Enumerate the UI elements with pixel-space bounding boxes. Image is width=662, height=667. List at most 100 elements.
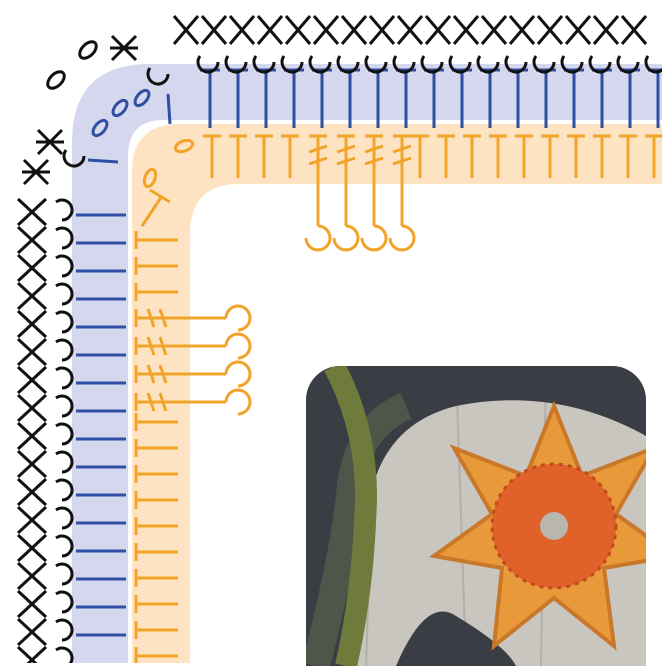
crab-stitch-loop bbox=[55, 618, 74, 642]
single-crochet-stitch bbox=[200, 15, 228, 45]
crab-stitch-loop bbox=[224, 55, 248, 74]
single-crochet-stitch bbox=[16, 561, 48, 591]
half-double-crochet-stitch bbox=[281, 134, 299, 178]
crab-stitch-loop bbox=[55, 478, 74, 502]
single-crochet-stitch bbox=[508, 15, 536, 45]
front-post-treble-stitch bbox=[332, 134, 360, 252]
flower-petals bbox=[429, 400, 646, 651]
single-crochet-stitch bbox=[36, 128, 64, 156]
single-crochet-stitch bbox=[16, 421, 48, 451]
flower-motif-image bbox=[306, 366, 646, 666]
half-double-crochet-stitch bbox=[134, 517, 178, 535]
inner-round-band bbox=[132, 124, 662, 663]
single-crochet-stitch bbox=[16, 281, 48, 311]
crab-stitch-loop bbox=[55, 590, 74, 614]
half-double-crochet-stitch bbox=[134, 257, 178, 275]
front-post-treble-stitch bbox=[134, 360, 252, 388]
half-double-crochet-stitch bbox=[203, 134, 221, 178]
double-crochet-stitch bbox=[87, 158, 119, 164]
crab-stitch-loop bbox=[448, 55, 472, 74]
single-crochet-stitch bbox=[16, 533, 48, 563]
inner-round-stitches bbox=[134, 134, 662, 665]
crab-stitch-loop bbox=[55, 562, 74, 586]
single-crochet-stitch bbox=[16, 505, 48, 535]
single-crochet-stitch bbox=[564, 15, 592, 45]
front-post-treble-stitch bbox=[388, 134, 416, 252]
crab-stitch-loop bbox=[308, 55, 332, 74]
single-crochet-stitch bbox=[452, 15, 480, 45]
half-double-crochet-stitch bbox=[134, 491, 178, 509]
single-crochet-stitch bbox=[16, 253, 48, 283]
crab-stitch-loop bbox=[196, 55, 220, 74]
crab-stitch-loop bbox=[588, 55, 612, 74]
single-crochet-stitch bbox=[592, 15, 620, 45]
crab-stitch-loop bbox=[616, 55, 640, 74]
chain-stitch bbox=[78, 40, 98, 60]
half-double-crochet-stitch bbox=[140, 188, 171, 227]
crab-stitch-loop bbox=[336, 55, 360, 74]
crab-stitch-loop bbox=[364, 55, 388, 74]
half-double-crochet-stitch bbox=[515, 134, 533, 178]
crab-stitch-loop bbox=[644, 55, 662, 74]
half-double-crochet-stitch bbox=[645, 134, 662, 178]
half-double-crochet-stitch bbox=[134, 439, 178, 457]
crochet-flower-photo bbox=[306, 366, 646, 666]
crab-stitch-loop bbox=[55, 534, 74, 558]
crab-stitch-loop bbox=[55, 646, 74, 667]
single-crochet-stitch bbox=[368, 15, 396, 45]
crab-stitch-loop bbox=[55, 338, 74, 362]
crab-stitch-loop bbox=[55, 310, 74, 334]
crab-stitch-loop bbox=[55, 254, 74, 278]
half-double-crochet-stitch bbox=[463, 134, 481, 178]
half-double-crochet-stitch bbox=[489, 134, 507, 178]
front-post-treble-stitch bbox=[360, 134, 388, 252]
single-crochet-stitch bbox=[424, 15, 452, 45]
half-double-crochet-stitch bbox=[437, 134, 455, 178]
single-crochet-stitch bbox=[480, 15, 508, 45]
single-crochet-stitch bbox=[16, 477, 48, 507]
crab-stitch-loop bbox=[55, 506, 74, 530]
half-double-crochet-stitch bbox=[134, 569, 178, 587]
crab-stitch-loop bbox=[146, 67, 170, 86]
half-double-crochet-stitch bbox=[134, 621, 178, 639]
single-crochet-stitch bbox=[340, 15, 368, 45]
single-crochet-stitch bbox=[16, 617, 48, 647]
crab-stitch-loop bbox=[476, 55, 500, 74]
crab-stitch-loop bbox=[420, 55, 444, 74]
half-double-crochet-stitch bbox=[541, 134, 559, 178]
crab-stitch-loop bbox=[504, 55, 528, 74]
half-double-crochet-stitch bbox=[134, 543, 178, 561]
half-double-crochet-stitch bbox=[134, 647, 178, 665]
half-double-crochet-stitch bbox=[134, 465, 178, 483]
chain-stitch bbox=[142, 167, 158, 189]
single-crochet-stitch bbox=[16, 645, 48, 667]
single-crochet-stitch bbox=[110, 34, 138, 62]
half-double-crochet-stitch bbox=[619, 134, 637, 178]
half-double-crochet-stitch bbox=[255, 134, 273, 178]
crab-stitch-loop bbox=[280, 55, 304, 74]
single-crochet-stitch bbox=[16, 589, 48, 619]
crab-stitch-loop bbox=[392, 55, 416, 74]
single-crochet-stitch bbox=[256, 15, 284, 45]
half-double-crochet-stitch bbox=[134, 283, 178, 301]
double-crochet-stitch bbox=[166, 93, 172, 125]
single-crochet-stitch bbox=[16, 365, 48, 395]
single-crochet-stitch bbox=[228, 15, 256, 45]
single-crochet-stitch bbox=[172, 15, 200, 45]
outer-round-band bbox=[72, 64, 662, 663]
edging-round-stitches bbox=[16, 15, 662, 667]
crab-stitch-loop bbox=[560, 55, 584, 74]
single-crochet-stitch bbox=[536, 15, 564, 45]
single-crochet-stitch bbox=[16, 393, 48, 423]
chain-stitch bbox=[173, 138, 195, 154]
crab-stitch-loop bbox=[55, 282, 74, 306]
single-crochet-stitch bbox=[16, 337, 48, 367]
single-crochet-stitch bbox=[16, 225, 48, 255]
front-post-treble-stitch bbox=[134, 304, 252, 332]
crab-stitch-loop bbox=[55, 366, 74, 390]
single-crochet-stitch bbox=[312, 15, 340, 45]
single-crochet-stitch bbox=[396, 15, 424, 45]
half-double-crochet-stitch bbox=[134, 231, 178, 249]
